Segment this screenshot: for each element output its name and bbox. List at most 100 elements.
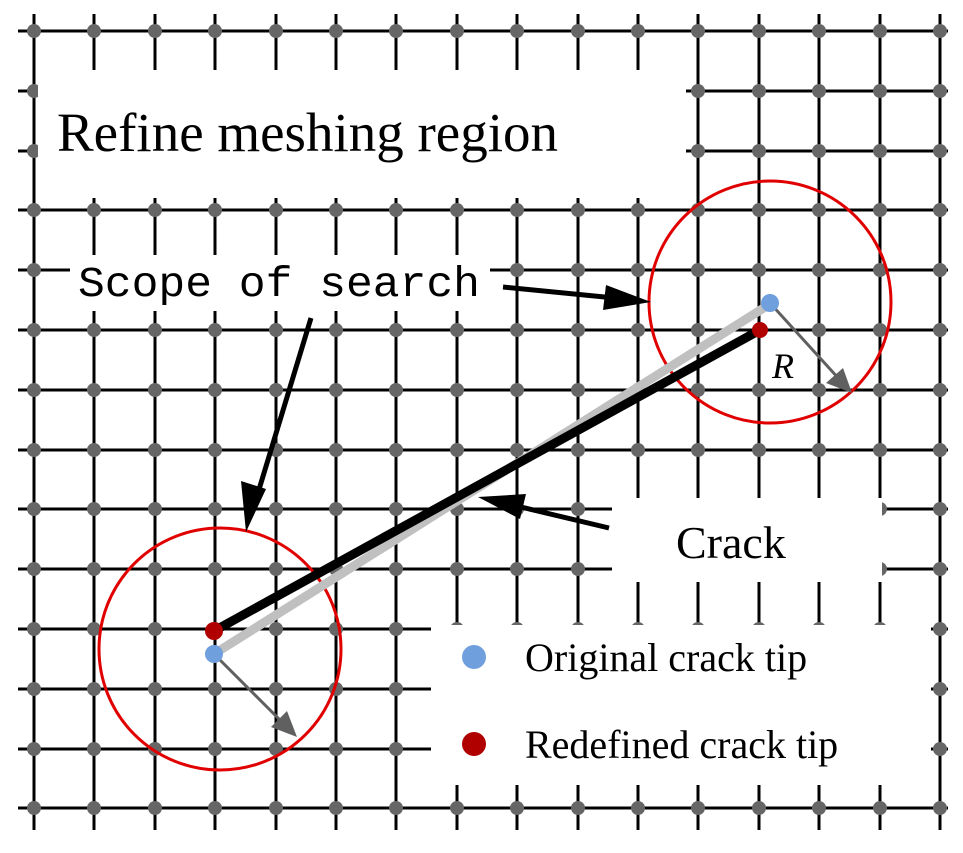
mesh-node (933, 383, 947, 397)
mesh-node (208, 323, 222, 337)
mesh-node (812, 203, 826, 217)
legend-background (431, 625, 931, 785)
mesh-node (933, 622, 947, 636)
mesh-node (389, 203, 403, 217)
mesh-node (329, 502, 343, 516)
mesh-node (752, 383, 766, 397)
scope-arrow-down (251, 317, 314, 507)
mesh-node (87, 562, 101, 576)
scope-label-background (70, 255, 490, 311)
legend-redefined-label: Redefined crack tip (525, 722, 838, 767)
mesh-node (450, 383, 464, 397)
mesh-node (389, 323, 403, 337)
mesh-node (812, 383, 826, 397)
mesh-node (510, 24, 524, 38)
mesh-node (933, 144, 947, 158)
mesh-node (27, 801, 41, 815)
mesh-node (27, 203, 41, 217)
mesh-node (329, 742, 343, 756)
mesh-node (27, 682, 41, 696)
mesh-node (208, 383, 222, 397)
mesh-node (631, 203, 645, 217)
legend: Original crack tip Redefined crack tip (462, 635, 838, 767)
mesh-node (510, 801, 524, 815)
mesh-node (631, 801, 645, 815)
mesh-node (269, 622, 283, 636)
mesh-node (933, 84, 947, 98)
mesh-node (208, 502, 222, 516)
mesh-node (389, 383, 403, 397)
mesh-node (269, 323, 283, 337)
mesh-node (87, 323, 101, 337)
mesh-node (571, 323, 585, 337)
radius-arrow-lower (212, 652, 286, 726)
mesh-node (269, 742, 283, 756)
mesh-node (148, 502, 162, 516)
mesh-node (752, 203, 766, 217)
mesh-node (933, 801, 947, 815)
redefined-tip-upper (752, 322, 768, 338)
mesh-node (87, 24, 101, 38)
mesh-node (148, 562, 162, 576)
mesh-node (148, 203, 162, 217)
refine-label-background (38, 70, 686, 198)
redefined-tip-lower (205, 622, 223, 640)
mesh-node (691, 801, 705, 815)
mesh-node (27, 383, 41, 397)
mesh-node (510, 263, 524, 277)
mesh-node (87, 502, 101, 516)
mesh-node (148, 323, 162, 337)
mesh-node (148, 622, 162, 636)
mesh-node (571, 383, 585, 397)
mesh-node (269, 383, 283, 397)
mesh-node (510, 383, 524, 397)
mesh-node (208, 682, 222, 696)
mesh-node (510, 443, 524, 457)
mesh-node (873, 443, 887, 457)
mesh-node (812, 443, 826, 457)
mesh-node (87, 383, 101, 397)
mesh-node (389, 622, 403, 636)
mesh-node (329, 24, 343, 38)
mesh-node (269, 24, 283, 38)
mesh-node (27, 323, 41, 337)
mesh-node (87, 742, 101, 756)
mesh-node (27, 24, 41, 38)
mesh-node (329, 323, 343, 337)
radius-arrowhead-lower (271, 711, 297, 737)
mesh-node (933, 24, 947, 38)
mesh-node (148, 682, 162, 696)
mesh-node (208, 742, 222, 756)
mesh-node (752, 24, 766, 38)
mesh-node (752, 801, 766, 815)
mesh-node (873, 801, 887, 815)
mesh-node (571, 263, 585, 277)
mesh-node (571, 562, 585, 576)
mesh-node (510, 562, 524, 576)
legend-original-marker (462, 645, 486, 669)
mesh-node (873, 84, 887, 98)
mesh-node (691, 144, 705, 158)
mesh-node (389, 682, 403, 696)
mesh-node (27, 443, 41, 457)
legend-original-label: Original crack tip (525, 635, 807, 680)
radius-arrow-upper (768, 301, 842, 382)
mesh-node (27, 144, 41, 158)
mesh-node (148, 383, 162, 397)
mesh-node (691, 24, 705, 38)
mesh-node (933, 263, 947, 277)
mesh-node (269, 801, 283, 815)
mesh-node (27, 562, 41, 576)
mesh-node (208, 801, 222, 815)
mesh-node (389, 502, 403, 516)
mesh-node (27, 742, 41, 756)
radius-arrowhead-upper (826, 368, 852, 393)
scope-of-search-label: Scope of search (78, 260, 480, 309)
mesh-node (752, 443, 766, 457)
mesh-node (873, 323, 887, 337)
mesh-node (812, 144, 826, 158)
mesh-node (389, 562, 403, 576)
mesh-node (87, 443, 101, 457)
mesh-node (812, 24, 826, 38)
mesh-node (329, 203, 343, 217)
